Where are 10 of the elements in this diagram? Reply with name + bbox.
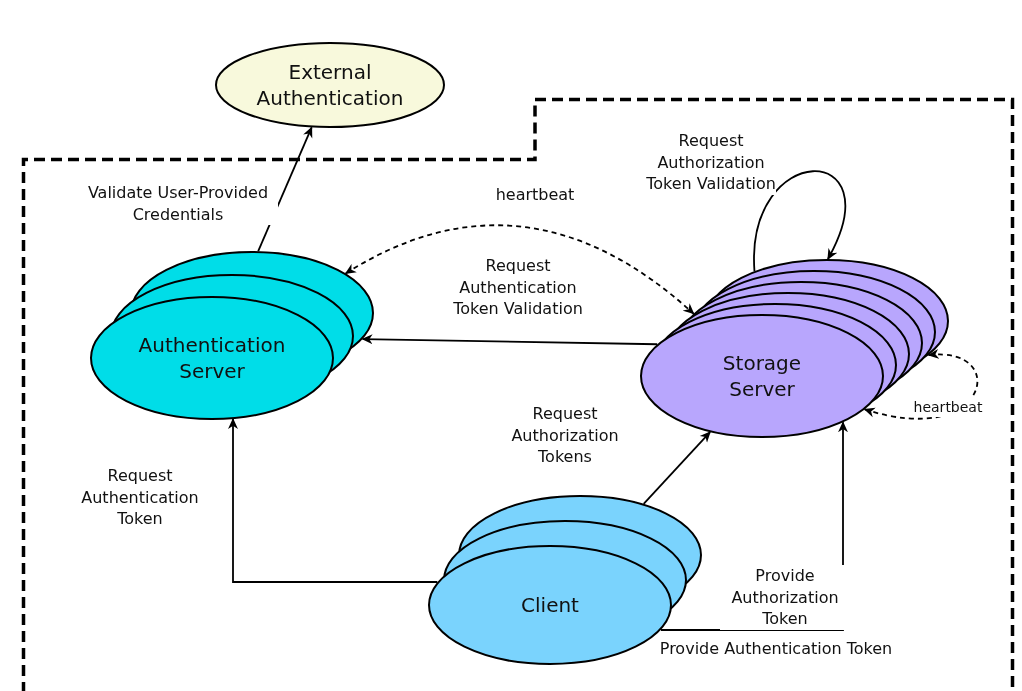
dashed-arrow	[344, 224, 695, 315]
node-label: External Authentication	[255, 59, 405, 111]
edge-label: heartbeat	[913, 398, 983, 417]
arrow	[753, 170, 846, 273]
node-label: Storage Server	[721, 350, 803, 402]
node-label: Authentication Server	[137, 332, 287, 384]
arrow	[228, 417, 439, 583]
arrow	[642, 431, 711, 505]
node-label: Client	[520, 592, 580, 618]
arrow	[361, 334, 659, 346]
